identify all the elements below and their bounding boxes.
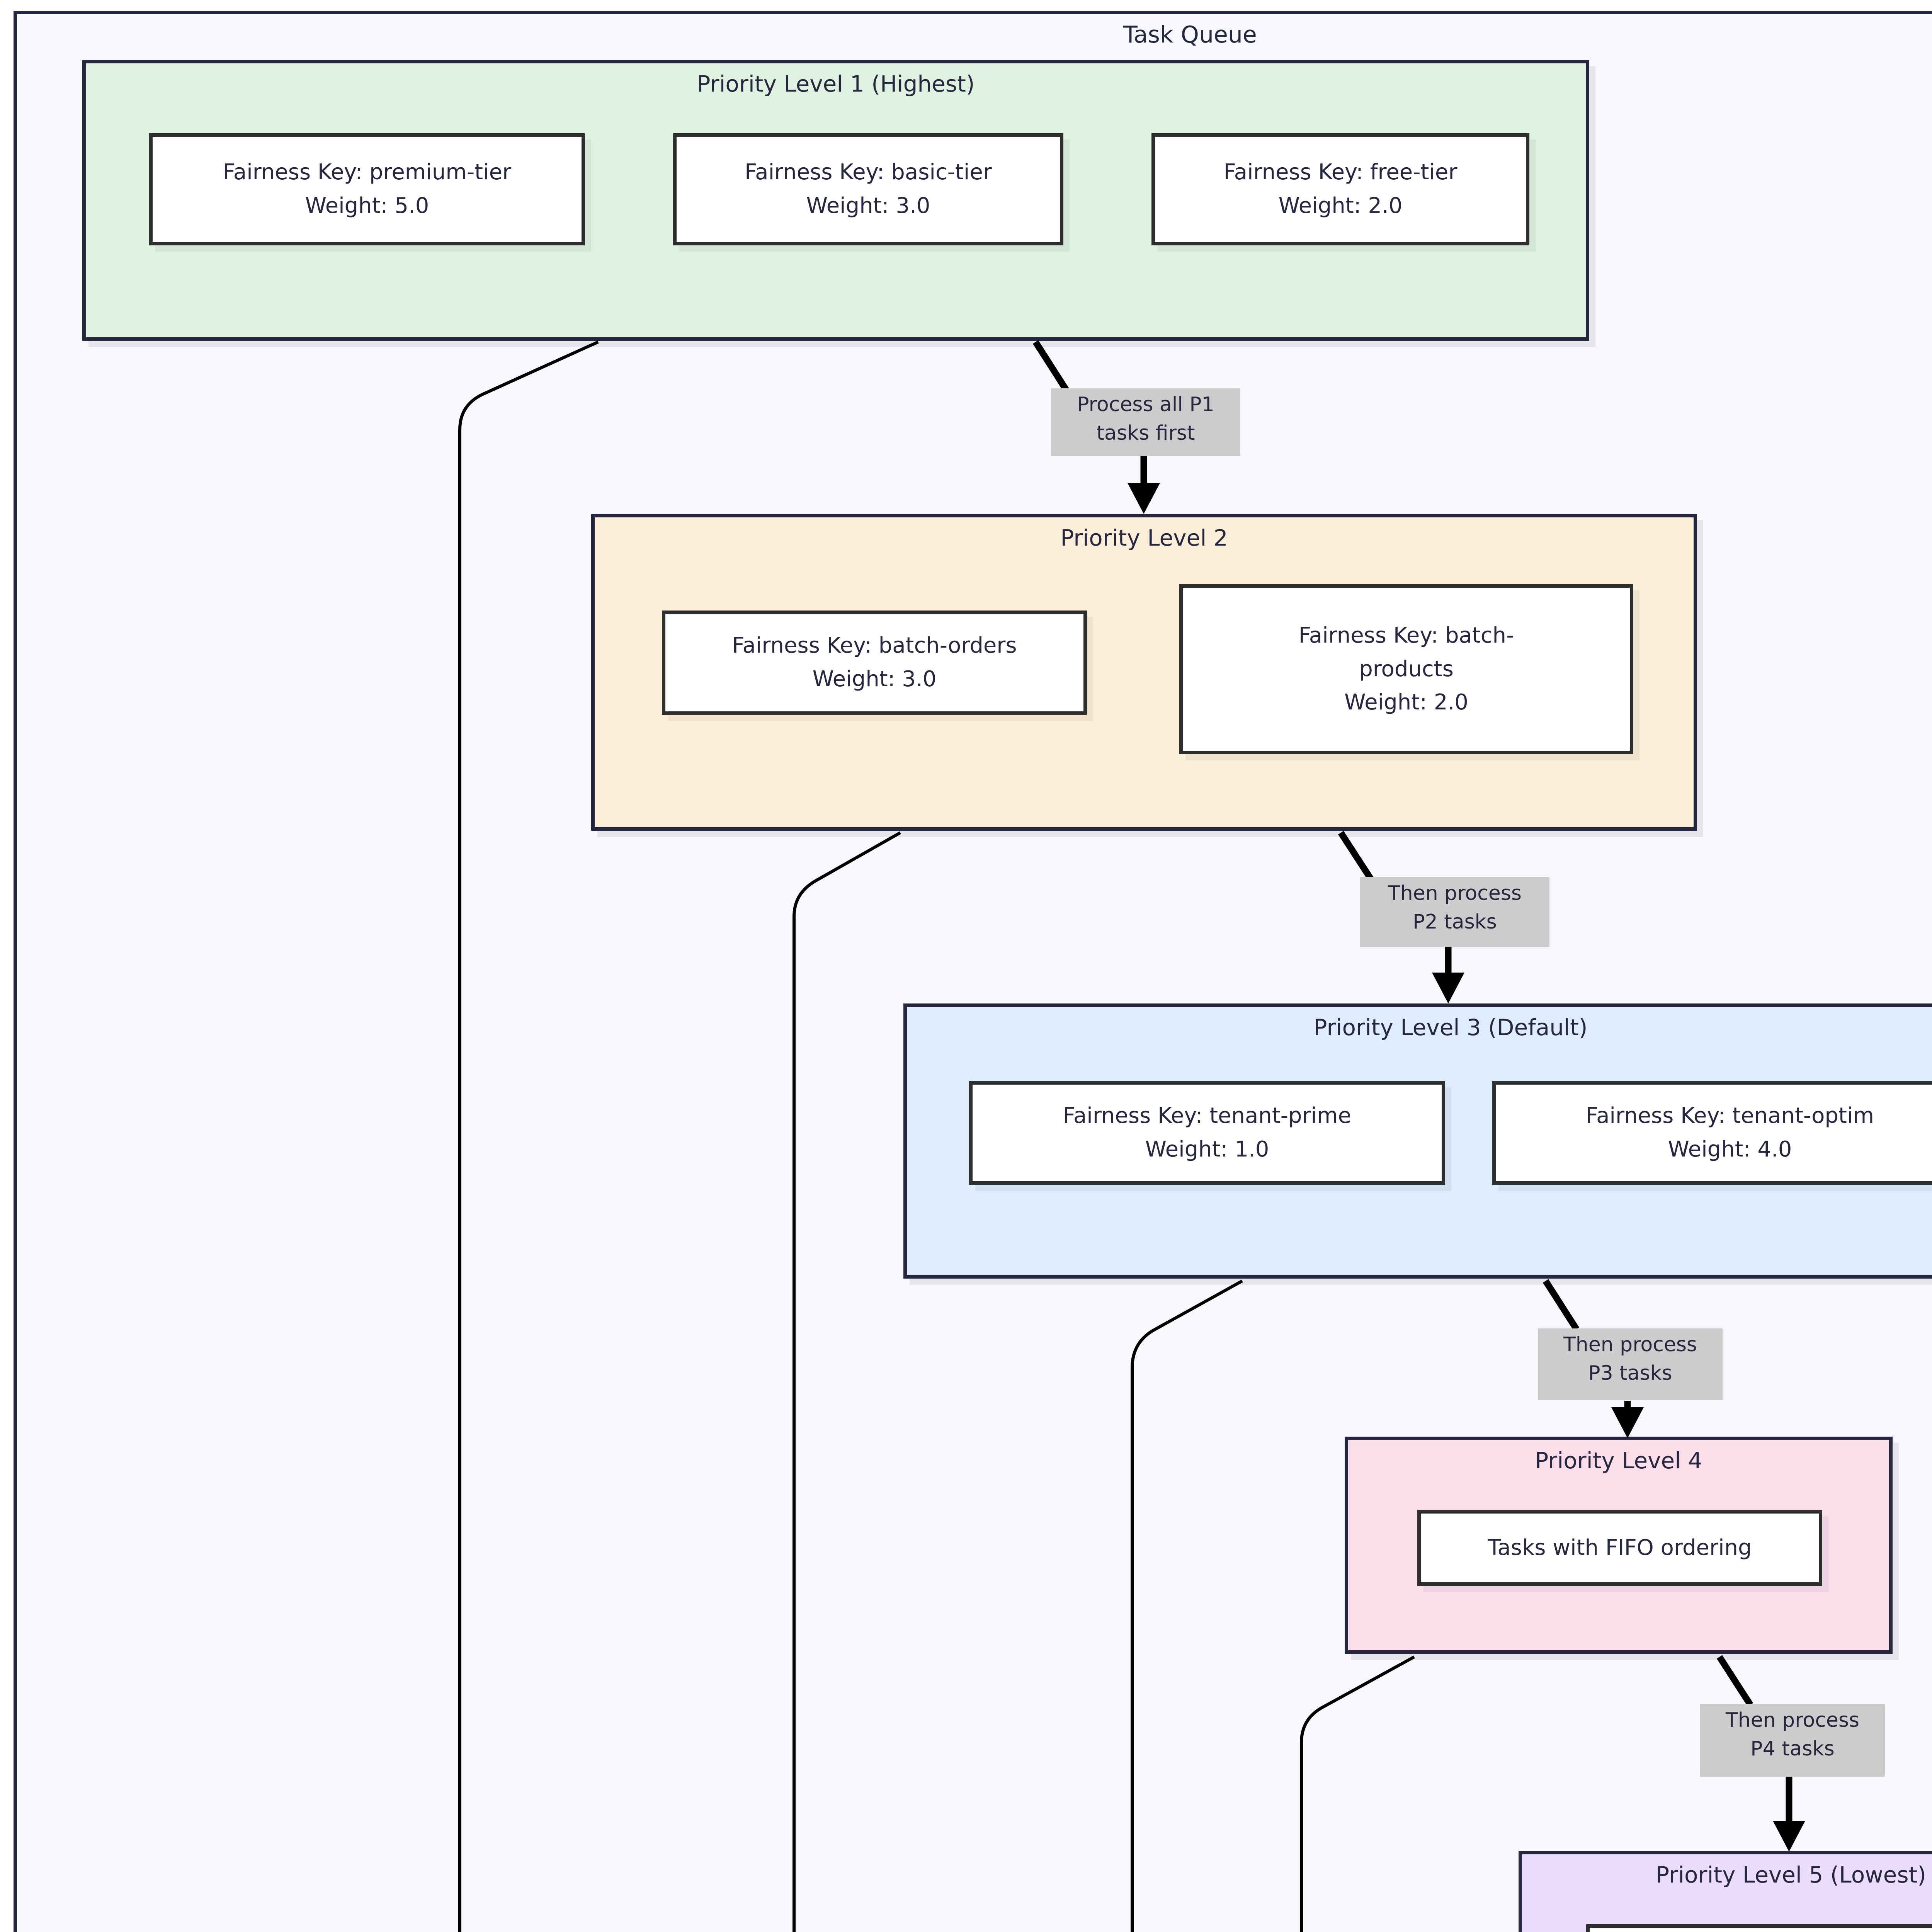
fairness-key-text: Fairness Key: tenant-optim <box>1586 1103 1874 1129</box>
node-fairness-key-tenant-prime[interactable]: Fairness Key: tenant-prime Weight: 1.0 <box>969 1081 1445 1185</box>
fairness-key-text: Fairness Key: tenant-prime <box>1063 1103 1352 1129</box>
fairness-key-text: Fairness Key: basic-tier <box>745 160 992 185</box>
weight-text: Weight: 3.0 <box>812 667 937 692</box>
fairness-key-text-cont: products <box>1359 656 1454 682</box>
weight-text: Weight: 2.0 <box>1344 690 1468 715</box>
weight-text: Weight: 5.0 <box>305 193 429 218</box>
fairness-key-text: Fairness Key: batch-orders <box>732 633 1017 658</box>
cluster-title-priority-level-2: Priority Level 2 <box>1060 525 1228 551</box>
cluster-title-priority-level-4: Priority Level 4 <box>1535 1447 1702 1474</box>
fairness-key-text: Fairness Key: free-tier <box>1223 160 1458 185</box>
weight-text: Weight: 2.0 <box>1278 193 1403 218</box>
weight-text: Weight: 1.0 <box>1145 1137 1269 1162</box>
fairness-key-text: Fairness Key: premium-tier <box>223 160 512 185</box>
node-fairness-key-premium-tier[interactable]: Fairness Key: premium-tier Weight: 5.0 <box>149 133 585 245</box>
edge-label-p3-to-p4: Then process P3 tasks <box>1538 1328 1723 1400</box>
cluster-title-task-queue: Task Queue <box>1123 21 1257 48</box>
node-fairness-key-basic-tier[interactable]: Fairness Key: basic-tier Weight: 3.0 <box>673 133 1063 245</box>
edge-label-p2-to-p3: Then process P2 tasks <box>1360 877 1549 947</box>
fairness-key-text: Fairness Key: batch- <box>1298 622 1514 648</box>
cluster-priority-level-5 <box>1519 1851 1932 1932</box>
edge-label-p4-to-p5: Then process P4 tasks <box>1700 1704 1885 1777</box>
node-fairness-key-tenant-optim[interactable]: Fairness Key: tenant-optim Weight: 4.0 <box>1492 1081 1932 1185</box>
node-fairness-key-batch-orders[interactable]: Fairness Key: batch-orders Weight: 3.0 <box>662 611 1087 715</box>
node-fairness-key-free-tier[interactable]: Fairness Key: free-tier Weight: 2.0 <box>1151 133 1529 245</box>
node-p4-fifo-tasks[interactable]: Tasks with FIFO ordering <box>1417 1510 1822 1586</box>
node-fairness-key-batch-products[interactable]: Fairness Key: batch- products Weight: 2.… <box>1179 584 1633 754</box>
cluster-title-priority-level-5: Priority Level 5 (Lowest) <box>1656 1862 1926 1888</box>
weight-text: Weight: 3.0 <box>806 193 930 218</box>
cluster-title-priority-level-1: Priority Level 1 (Highest) <box>697 71 975 97</box>
fifo-tasks-text: Tasks with FIFO ordering <box>1488 1535 1752 1560</box>
edge-label-p1-to-p2: Process all P1 tasks first <box>1051 388 1240 456</box>
cluster-title-priority-level-3: Priority Level 3 (Default) <box>1313 1014 1588 1041</box>
node-p5-fifo-tasks[interactable]: Tasks with FIFO ordering <box>1586 1924 1932 1932</box>
weight-text: Weight: 4.0 <box>1668 1137 1792 1162</box>
